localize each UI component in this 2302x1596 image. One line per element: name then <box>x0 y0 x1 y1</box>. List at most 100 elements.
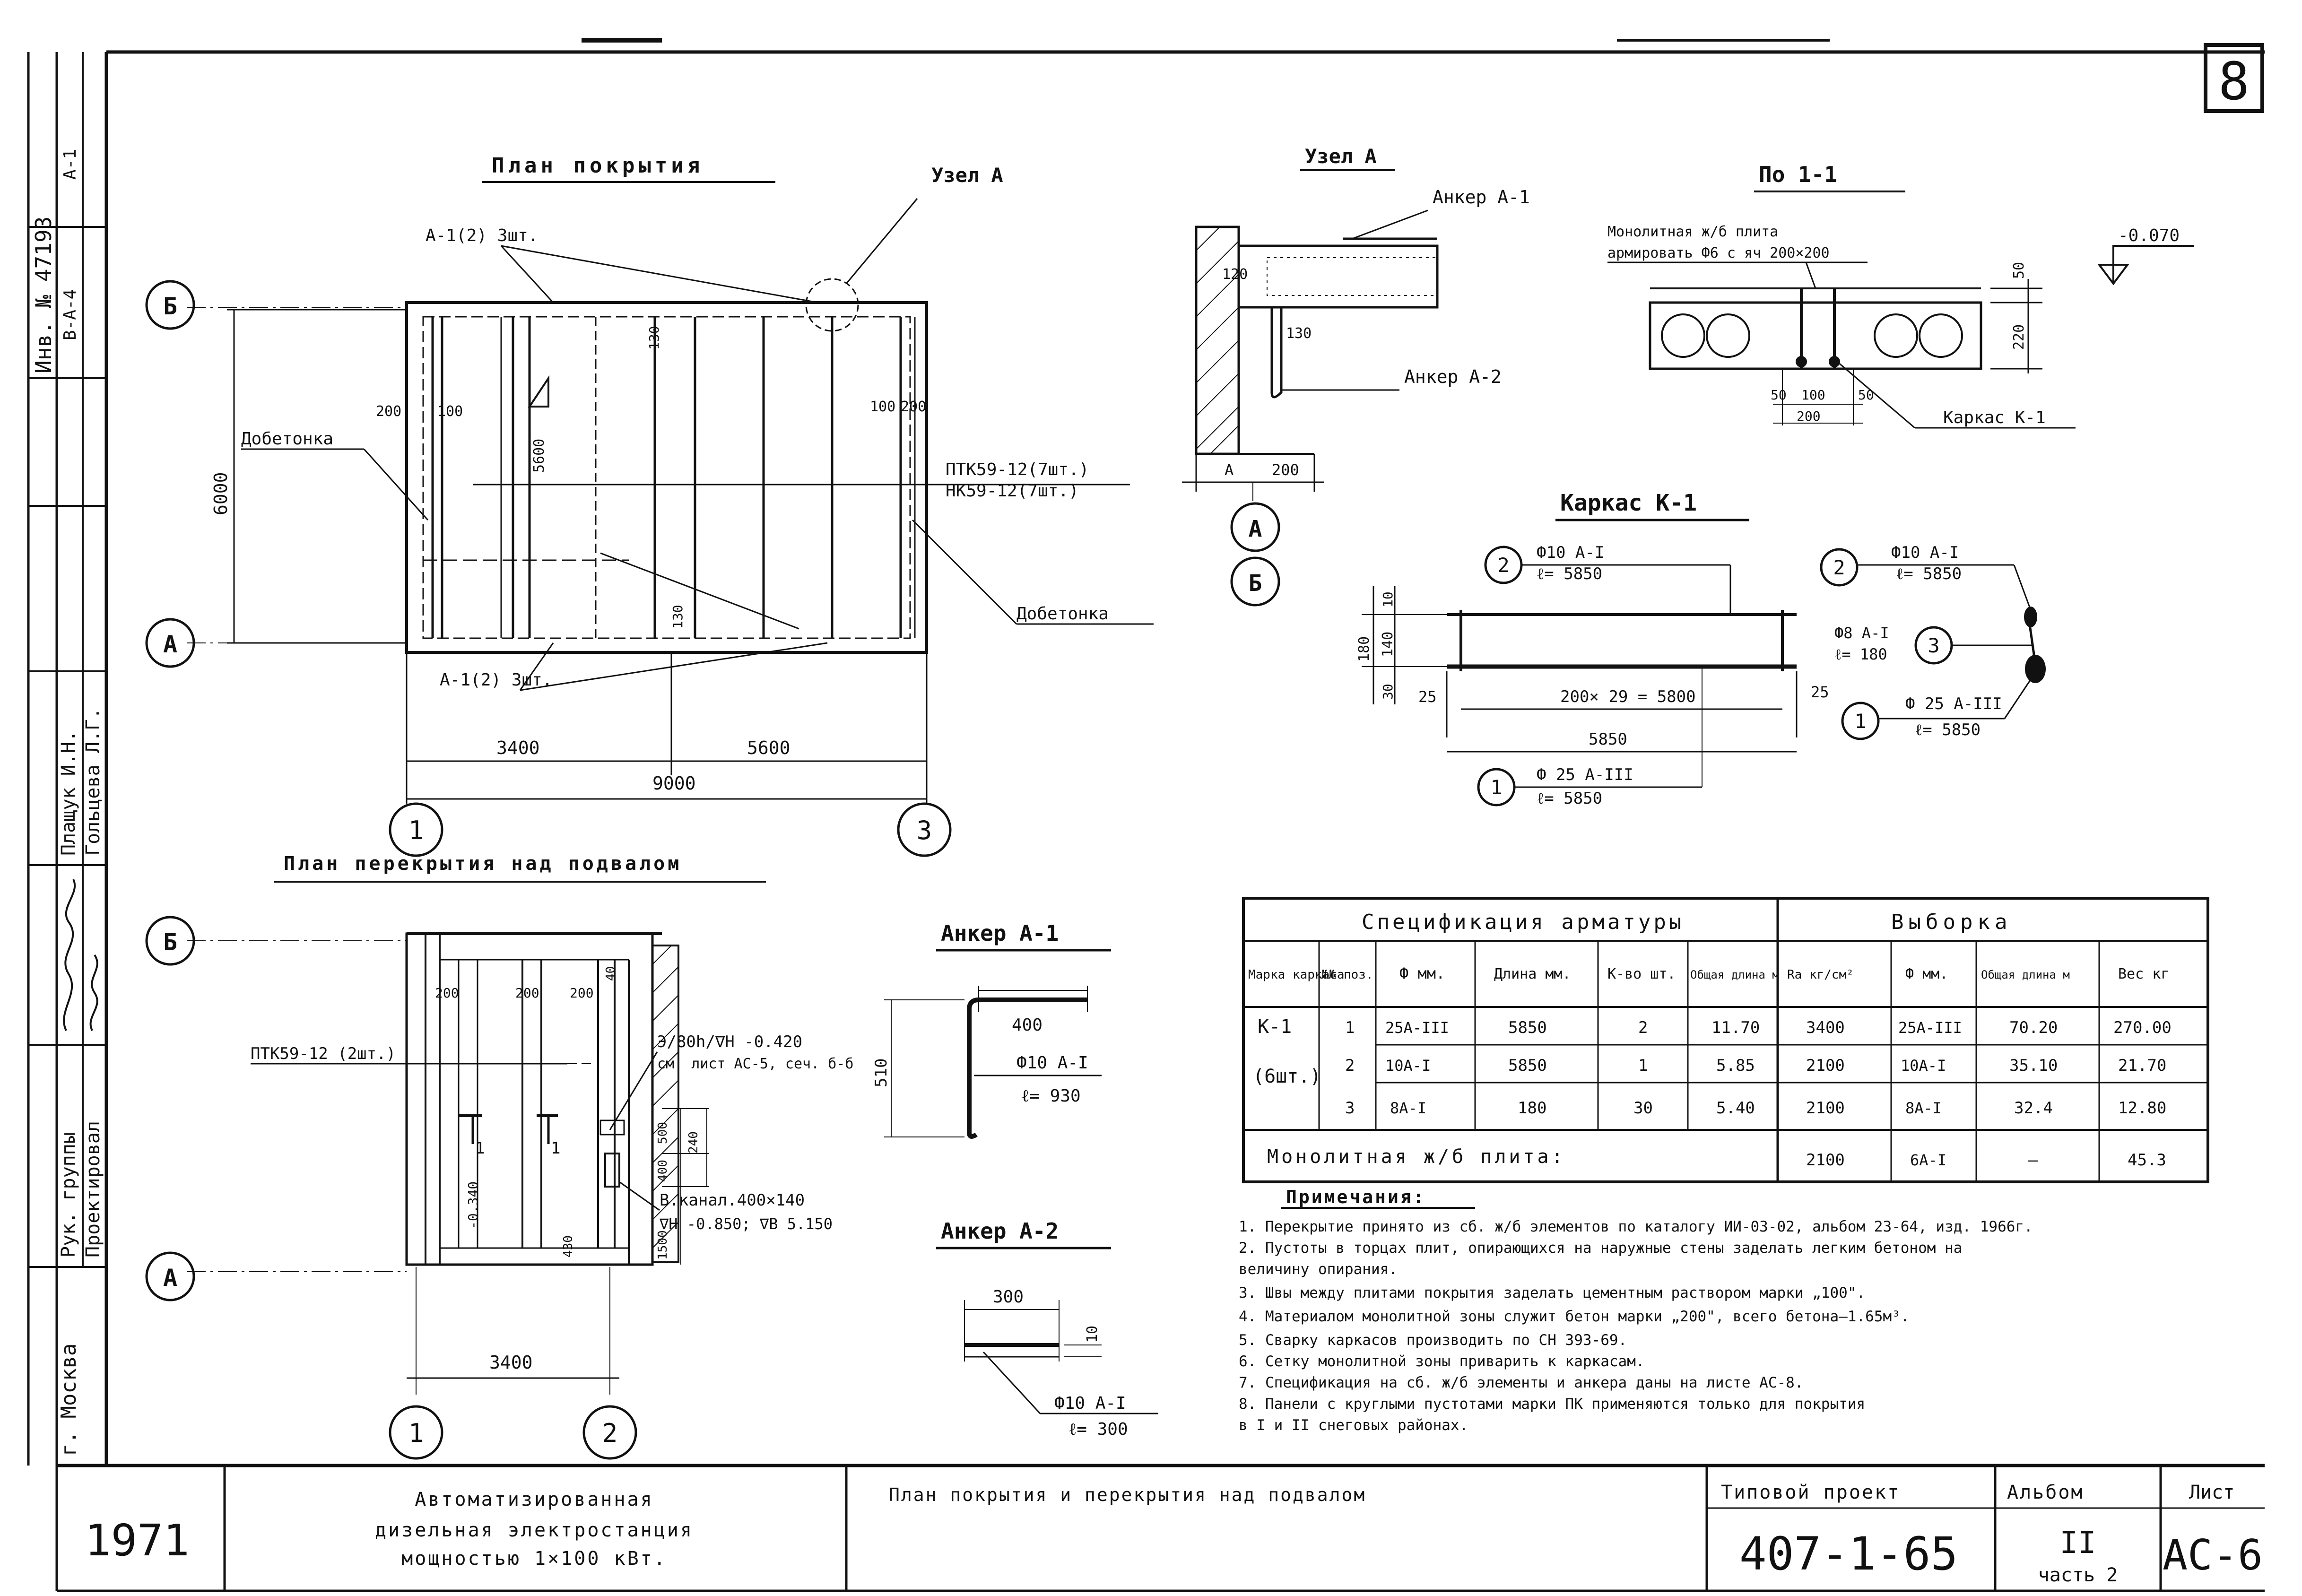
spec-cell: 2100 <box>1806 1099 1845 1118</box>
side-ref-1: А-1 <box>61 149 80 180</box>
spec-frame-qty: (6шт.) <box>1253 1066 1321 1087</box>
frame-pos1: 1 <box>1490 776 1502 799</box>
roof-anchor-top-label: А-1(2) 3шт. <box>426 226 538 245</box>
basement-axis-2: 2 <box>602 1418 618 1448</box>
roof-dim-200: 200 <box>376 403 401 420</box>
frame-r3-len: ℓ= 180 <box>1834 645 1887 663</box>
node-a-axis-b: Б <box>1249 570 1262 597</box>
anchor-a2-title: Анкер А-2 <box>941 1218 1059 1244</box>
note-item: величину опирания. <box>1239 1261 1398 1278</box>
roof-dim-130a: 130 <box>646 326 662 350</box>
frame-section-pos1: 1 <box>1854 710 1866 733</box>
node-a-anchor1-label: Анкер А-1 <box>1433 187 1530 208</box>
frame-section-pos1-marker <box>1841 702 1880 740</box>
spec-cell: 12.80 <box>2118 1099 2166 1118</box>
title-year: 1971 <box>85 1515 190 1566</box>
spec-header-ra: Rа кг/см² <box>1787 968 1854 982</box>
roof-infill-right: Добетонка <box>1016 604 1109 624</box>
basement-cut-2: 1 <box>551 1139 560 1158</box>
frame-rebar-top: Ф10 А-I <box>1537 543 1604 562</box>
city-label: г. Москва <box>57 1344 81 1456</box>
node-a-ref: Узел А <box>931 164 1003 187</box>
note-item: 5. Сварку каркасов производить по СН 393… <box>1239 1332 1627 1349</box>
sheet-number-box: 8 <box>2204 43 2264 113</box>
roof-dim-200b: 200 <box>901 399 926 415</box>
basement-plan: План перекрытия над подвалом 1 1 -0.340 … <box>145 853 853 1460</box>
spec-cell: 180 <box>1518 1099 1546 1118</box>
anchor-a1-dim-510: 510 <box>872 1058 891 1087</box>
basement-panels-label: ПТК59-12 (2шт.) <box>251 1044 396 1063</box>
frame-section-pos2: 2 <box>1833 556 1845 579</box>
frame-section-pos3-marker <box>1914 626 1953 665</box>
notes-title: Примечания: <box>1286 1187 1426 1207</box>
spec-cell: 11.70 <box>1711 1018 1760 1037</box>
section-frame-label: Каркас К-1 <box>1943 408 2046 427</box>
frame-len-top: ℓ= 5850 <box>1537 564 1602 583</box>
frame-k1-detail: Каркас К-1 2 Ф10 А-I ℓ= 5850 200× 29 = 5… <box>1356 490 2046 808</box>
spec-cell: 8А-I <box>1390 1099 1426 1117</box>
spec-cell: 5.85 <box>1716 1056 1755 1075</box>
spec-cell: 10А-I <box>1385 1057 1431 1075</box>
frame-dim-25a: 25 <box>1418 688 1437 706</box>
basement-axis-a: А <box>163 1264 177 1292</box>
note-item: 1. Перекрытие принято из сб. ж/б элемент… <box>1239 1218 2033 1235</box>
roof-infill-left: Добетонка <box>241 429 333 449</box>
node-a-dim-130: 130 <box>1286 325 1312 342</box>
title-album-label: Альбом <box>2007 1482 2084 1503</box>
basement-dim-400: 400 <box>656 1160 670 1182</box>
spec-cell: 30 <box>1633 1099 1653 1118</box>
basement-note-e2: см. лист АС-5, сеч. б-б <box>657 1056 853 1072</box>
basement-channel: В.канал.400×140 <box>660 1191 805 1210</box>
node-a-axis-b-marker <box>1230 556 1280 607</box>
section-dim-220: 220 <box>2011 324 2027 350</box>
frame-r3: Ф8 А-I <box>1834 624 1889 642</box>
basement-level-340: -0.340 <box>465 1181 481 1229</box>
spec-header-diam2: Ф мм. <box>1905 966 1948 982</box>
anchor-a2-dim-10: 10 <box>1084 1326 1101 1343</box>
spec-table: Спецификация арматуры Выборка Марка карк… <box>1242 897 2209 1183</box>
frame-dim-30: 30 <box>1380 684 1396 700</box>
spec-cell: 10А-I <box>1901 1057 1946 1075</box>
frame-section-pos3: 3 <box>1928 634 1939 657</box>
frame-r1: Ф 25 А-III <box>1905 694 2002 713</box>
section-dim-50: 50 <box>2011 262 2027 279</box>
spec-cell: 2100 <box>1806 1056 1845 1075</box>
section-level: -0.070 <box>2118 226 2180 245</box>
basement-channel-level: ∇Н -0.850; ∇В 5.150 <box>659 1215 833 1233</box>
spec-sample-title: Выборка <box>1891 910 2012 934</box>
spec-header-mark: Марка каркаса <box>1248 968 1345 982</box>
note-item: 3. Швы между плитами покрытия заделать ц… <box>1239 1284 1865 1301</box>
frame-dim-5850: 5850 <box>1589 730 1627 749</box>
anchor-a2-len: ℓ= 300 <box>1068 1420 1128 1439</box>
spec-cell: 5850 <box>1508 1056 1547 1075</box>
node-a-axis-a: А <box>1249 516 1262 542</box>
title-project-line2: дизельная электростанция <box>375 1519 694 1541</box>
roof-dim-6000: 6000 <box>210 472 231 515</box>
spec-cell: 1 <box>1345 1018 1355 1037</box>
signature-1 <box>63 879 76 1031</box>
node-a-title: Узел А <box>1305 145 1377 168</box>
basement-dim-430: 430 <box>561 1235 575 1258</box>
project-lead-label: Рук. группы <box>58 1132 79 1258</box>
roof-axis-1-marker <box>389 802 443 857</box>
node-a-callout <box>805 278 859 332</box>
frame-r2: Ф10 А-I <box>1891 543 1959 562</box>
spec-mono-len: – <box>2028 1151 2038 1170</box>
roof-dim-5600-vertical: 5600 <box>531 439 547 473</box>
side-strip: Инв. № 47193 А-1 В-А-4 Плащук И.Н. Гольц… <box>27 52 106 1591</box>
frame-dim-5800: 200× 29 = 5800 <box>1560 687 1696 706</box>
spec-cell: 3400 <box>1806 1018 1845 1037</box>
spec-mono-weight: 45.3 <box>2128 1151 2166 1170</box>
spec-header-weight: Вес кг <box>2118 966 2169 982</box>
basement-axis-1: 1 <box>408 1418 424 1448</box>
spec-cell: 35.10 <box>2009 1056 2058 1075</box>
basement-dim-240: 240 <box>686 1131 701 1154</box>
basement-dim-200b: 200 <box>515 985 539 1001</box>
roof-axis-3: 3 <box>917 815 932 845</box>
spec-cell: 21.70 <box>2118 1056 2166 1075</box>
roof-dim-5600: 5600 <box>747 737 790 758</box>
spec-table-row: 1 25А-III 5850 2 11.70 3400 25А-III 70.2… <box>1345 1018 2172 1037</box>
note-item: 6. Сетку монолитной зоны приварить к кар… <box>1239 1353 1645 1370</box>
roof-dim-100a: 100 <box>437 403 463 420</box>
anchor-a2-rebar: Ф10 А-I <box>1054 1394 1126 1413</box>
